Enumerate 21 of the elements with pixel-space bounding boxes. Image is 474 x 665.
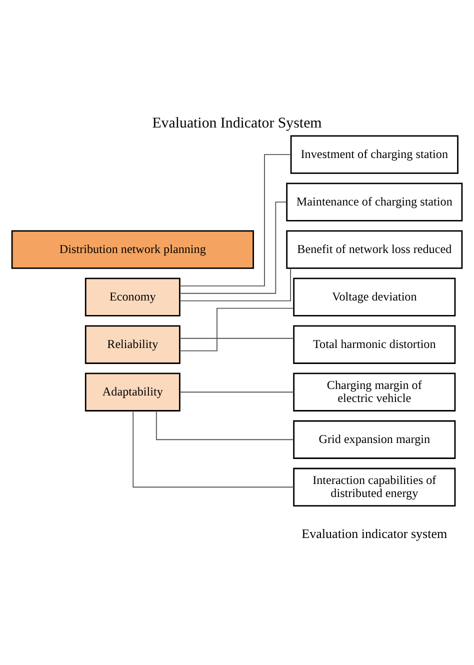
node-box: Reliability: [84, 325, 180, 364]
connector: [180, 268, 292, 302]
connector: [156, 410, 294, 440]
node-box: Distribution network planning: [11, 230, 254, 269]
node-box: Adaptability: [84, 372, 180, 412]
node-box: Benefit of network loss reduced: [286, 230, 463, 269]
connector: [179, 338, 294, 339]
node-box: Voltage deviation: [293, 278, 456, 316]
node-box: Economy: [84, 278, 180, 316]
diagram-title: Evaluation Indicator System: [152, 115, 322, 132]
node-box: Total harmonic distortion: [293, 325, 456, 364]
label: Evaluation indicator system: [302, 526, 448, 542]
connector: [179, 154, 292, 286]
node-box: Investment of charging station: [290, 135, 458, 174]
connector: [179, 392, 294, 393]
connector: [132, 410, 294, 488]
connector: [179, 308, 294, 352]
node-box: Charging margin of electric vehicle: [293, 372, 456, 412]
node-box: Interaction capabilities of distributed energy: [293, 468, 456, 506]
node-box: Maintenance of charging station: [286, 182, 463, 222]
node-box: Grid expansion margin: [293, 420, 456, 459]
